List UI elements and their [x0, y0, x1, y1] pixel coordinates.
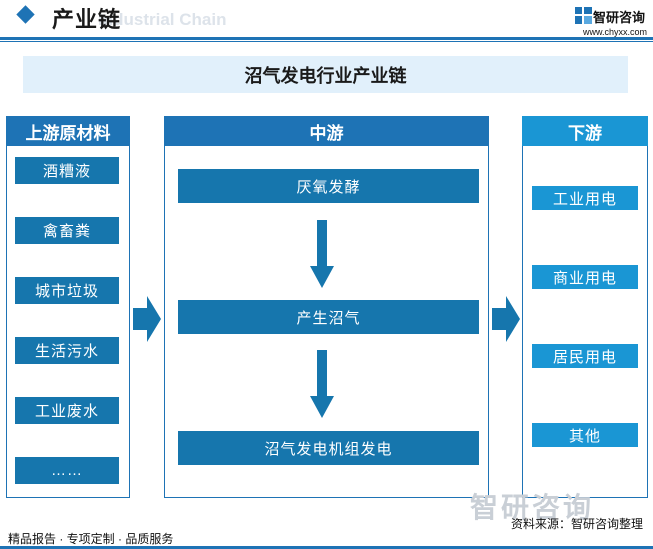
page-title: 产业链	[52, 7, 122, 32]
upstream-item: 禽畜粪	[15, 217, 119, 244]
downstream-item: 工业用电	[532, 186, 638, 210]
upstream-item: 工业废水	[15, 397, 119, 424]
downstream-item: 其他	[532, 423, 638, 447]
brand-logo-icon	[575, 7, 592, 24]
header-watermark: Industrial Chain	[98, 10, 227, 29]
upstream-item: 生活污水	[15, 337, 119, 364]
footer-logo: 智研咨询	[470, 492, 595, 523]
header-bar	[0, 0, 653, 35]
midstream-heading: 中游	[164, 116, 489, 146]
brand-name: 智研咨询	[592, 10, 645, 25]
upstream-item: ……	[15, 457, 119, 484]
right-arrow-icon	[133, 296, 161, 342]
footer-tagline: 精品报告 · 专项定制 · 品质服务	[8, 532, 174, 546]
downstream-item: 商业用电	[532, 265, 638, 289]
upstream-item: 城市垃圾	[15, 277, 119, 304]
right-arrow-icon	[492, 296, 520, 342]
downstream-item: 居民用电	[532, 344, 638, 368]
source-note: 资料来源：智研咨询整理	[510, 517, 643, 531]
midstream-step: 产生沼气	[178, 300, 479, 334]
downstream-heading: 下游	[522, 116, 648, 146]
midstream-step: 厌氧发酵	[178, 169, 479, 203]
footer-divider	[0, 546, 653, 549]
down-arrow-icon	[310, 350, 334, 418]
header-divider	[0, 37, 653, 40]
upstream-item: 酒糟液	[15, 157, 119, 184]
down-arrow-icon	[310, 220, 334, 288]
upstream-heading: 上游原材料	[6, 116, 130, 146]
brand-url: www.chyxx.com	[582, 27, 647, 37]
diagram-title: 沼气发电行业产业链	[23, 56, 628, 93]
midstream-step: 沼气发电机组发电	[178, 431, 479, 465]
header-divider-thin	[0, 41, 653, 42]
